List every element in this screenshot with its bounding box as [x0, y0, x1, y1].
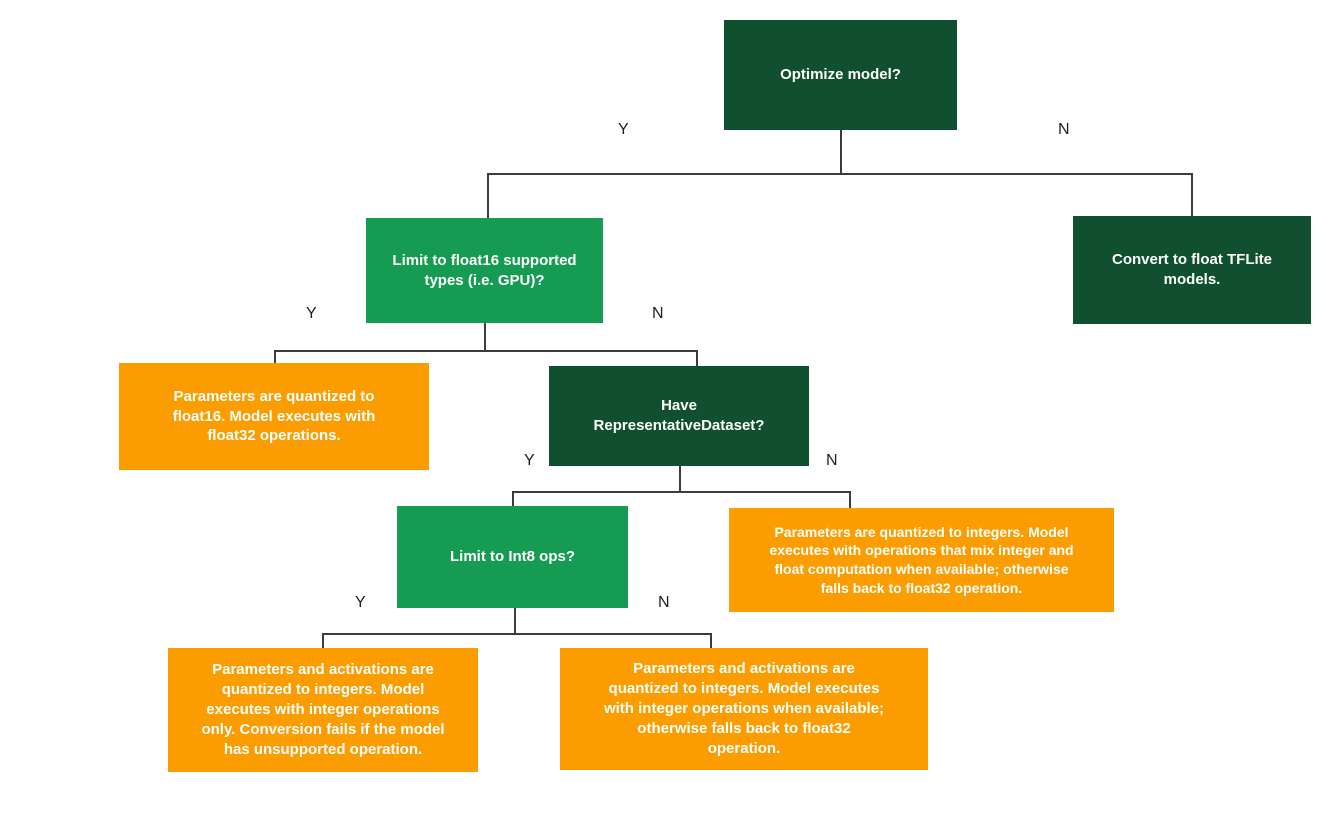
flow-node-label: Convert to float TFLite models.	[1112, 251, 1272, 288]
flow-node-result-float16[interactable]: Parameters are quantized to float16. Mod…	[119, 363, 429, 470]
connector-line	[322, 633, 324, 649]
flow-node-label: Parameters and activations are quantized…	[201, 661, 445, 758]
flow-node-label: Have RepresentativeDataset?	[593, 397, 765, 434]
flow-node-have-representative-dataset[interactable]: Have RepresentativeDataset?	[549, 366, 809, 466]
connector-line	[849, 491, 851, 509]
connector-line	[322, 633, 711, 635]
connector-line	[1191, 173, 1193, 217]
flow-node-label: Parameters are quantized to integers. Mo…	[769, 523, 1074, 596]
branch-label-int8-no: N	[658, 594, 670, 611]
connector-line	[696, 350, 698, 367]
branch-label-float16-no: N	[652, 305, 664, 322]
connector-line	[487, 173, 489, 219]
connector-line	[484, 323, 486, 351]
flow-node-optimize-model[interactable]: Optimize model?	[724, 20, 957, 130]
connector-line	[274, 350, 276, 364]
branch-label-optimize-no: N	[1058, 121, 1070, 138]
branch-label-float16-yes: Y	[306, 305, 317, 322]
branch-label-representative-yes: Y	[524, 452, 535, 469]
flow-node-label: Limit to Int8 ops?	[450, 548, 575, 566]
flow-node-result-mixed-integer-float[interactable]: Parameters are quantized to integers. Mo…	[729, 508, 1114, 612]
flow-node-result-integer-only[interactable]: Parameters and activations are quantized…	[168, 648, 478, 772]
flow-node-label: Parameters and activations are quantized…	[603, 660, 885, 757]
connector-line	[274, 350, 697, 352]
branch-label-optimize-yes: Y	[618, 121, 629, 138]
flow-node-label: Parameters are quantized to float16. Mod…	[172, 387, 376, 445]
connector-line	[487, 173, 1193, 175]
branch-label-representative-no: N	[826, 452, 838, 469]
flow-node-limit-float16[interactable]: Limit to float16 supported types (i.e. G…	[366, 218, 603, 323]
flow-node-label: Optimize model?	[780, 66, 901, 84]
connector-line	[514, 608, 516, 634]
connector-line	[710, 633, 712, 649]
connector-line	[512, 491, 514, 507]
connector-line	[840, 130, 842, 174]
connector-line	[679, 466, 681, 492]
connector-line	[512, 491, 850, 493]
flow-node-label: Limit to float16 supported types (i.e. G…	[392, 251, 577, 289]
flow-node-limit-int8-ops[interactable]: Limit to Int8 ops?	[397, 506, 628, 608]
branch-label-int8-yes: Y	[355, 594, 366, 611]
flow-node-result-integer-fallback[interactable]: Parameters and activations are quantized…	[560, 648, 928, 770]
flow-node-convert-float-tflite[interactable]: Convert to float TFLite models.	[1073, 216, 1311, 324]
